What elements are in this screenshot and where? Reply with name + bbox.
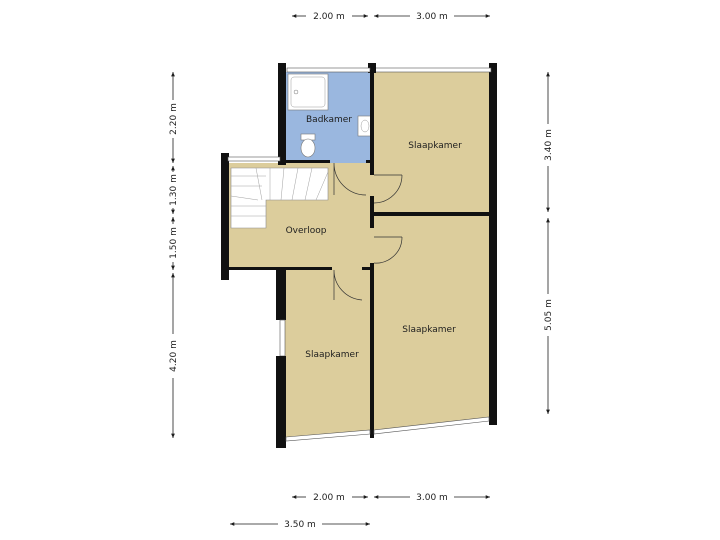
shower-drain: [293, 89, 299, 95]
dimension-left-2: 1.30 m: [169, 166, 179, 214]
dimension-right-2: 5.05 m: [544, 218, 554, 414]
room-fill-slaapkamer-bottom-right: [373, 215, 493, 433]
sink: [357, 115, 372, 137]
svg-text:2.00 m: 2.00 m: [313, 12, 345, 22]
svg-text:2.00 m: 2.00 m: [313, 493, 345, 503]
room-fill-slaapkamer-top: [373, 72, 493, 215]
doors: [333, 162, 403, 301]
svg-text:2.20 m: 2.20 m: [169, 103, 179, 135]
svg-text:3.50 m: 3.50 m: [284, 520, 316, 530]
dimension-left-1: 2.20 m: [169, 72, 179, 163]
room-label-badkamer: Badkamer: [306, 115, 352, 125]
room-label-slaapkamer-top: Slaapkamer: [408, 141, 462, 151]
svg-text:3.00 m: 3.00 m: [416, 493, 448, 503]
walls: [221, 63, 497, 448]
dimension-bottom-total: 3.50 m: [230, 520, 370, 530]
dimension-top-left: 2.00 m: [292, 12, 368, 22]
dimension-bottom-left: 2.00 m: [292, 493, 368, 503]
dimension-left-4: 4.20 m: [169, 273, 179, 438]
dimension-bottom-right: 3.00 m: [374, 493, 490, 503]
dimension-top-right: 3.00 m: [374, 12, 490, 22]
room-label-slaapkamer-bottom-left: Slaapkamer: [305, 350, 359, 360]
toilet: [300, 133, 316, 158]
svg-text:3.00 m: 3.00 m: [416, 12, 448, 22]
staircase: [230, 167, 329, 229]
svg-text:3.40 m: 3.40 m: [544, 129, 554, 161]
svg-text:1.50 m: 1.50 m: [169, 227, 179, 259]
svg-text:5.05 m: 5.05 m: [544, 299, 554, 331]
dimension-right-1: 3.40 m: [544, 72, 554, 212]
dimension-left-3: 1.50 m: [169, 217, 179, 270]
room-fill-slaapkamer-bottom-left: [283, 270, 373, 440]
room-label-slaapkamer-bottom-right: Slaapkamer: [402, 325, 456, 335]
bathtub: [287, 73, 329, 111]
room-label-overloop: Overloop: [286, 226, 327, 236]
svg-text:1.30 m: 1.30 m: [169, 174, 179, 206]
svg-text:4.20 m: 4.20 m: [169, 340, 179, 372]
